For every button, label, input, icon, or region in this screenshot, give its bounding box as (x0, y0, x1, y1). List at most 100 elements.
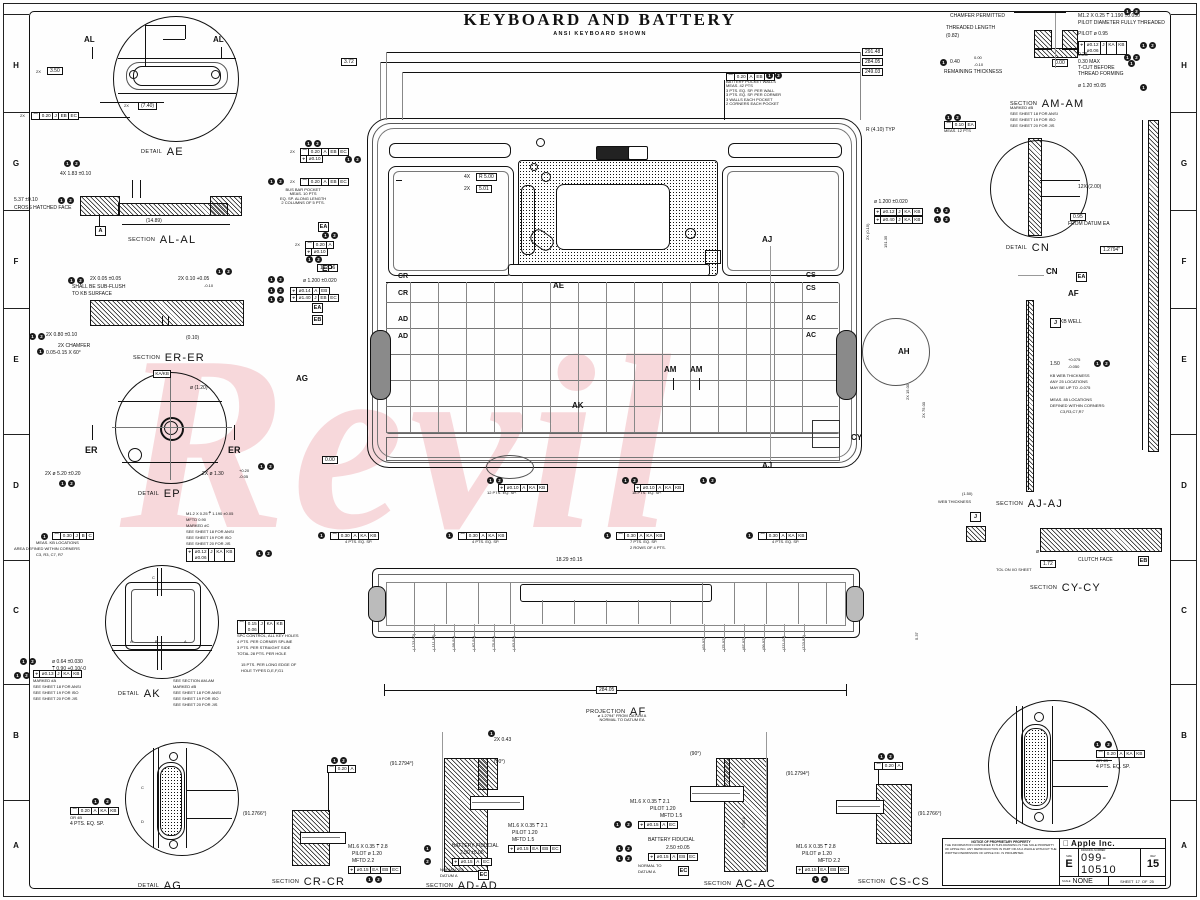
flag-note: 1 (258, 463, 265, 470)
section-AL-AL-caption: SECTION AL-AL (128, 234, 197, 246)
label-AC-2: AC (806, 332, 817, 339)
size-code: E (1065, 858, 1073, 871)
sheet-label: SHEET (1120, 878, 1134, 884)
apple-logo-icon:  (1063, 839, 1069, 848)
label-AG: AG (296, 374, 308, 383)
scale-label: SCALE (1062, 879, 1071, 883)
title-block-notice: NOTICE OF PROPRIETARY PROPERTY THE INFOR… (943, 839, 1060, 885)
flag-note: 2 (625, 845, 632, 852)
zone-label-A-left: A (13, 840, 19, 850)
datum-EA-tag: EA (318, 222, 329, 232)
size-label: SIZE (1066, 855, 1072, 859)
scale-value: NONE (1072, 877, 1093, 885)
flag-note: 2 (277, 276, 284, 283)
flag-note: 1 (268, 276, 275, 283)
bus-bar-note: BUS BAR POCKET MEAS. 10 PTS EQ. SP. ALON… (280, 187, 327, 206)
fl-note: 2 (625, 855, 632, 862)
dim-249-03: 249.03 (862, 68, 884, 77)
detail-AK-caption: DETAIL AK (118, 688, 161, 700)
section-AD-AD-caption: SECTION AD-AD (426, 880, 498, 892)
flag-note: 2 (67, 197, 74, 204)
zone-label-B-right: B (1181, 730, 1187, 740)
flag-note: 1 (746, 532, 753, 539)
flag-note: 1 (1128, 60, 1135, 67)
dim-diameter-1200: ø 1.200 ±0.020 (303, 278, 337, 284)
label-AF: AF (1068, 289, 1079, 298)
flag-note: 2 (821, 876, 828, 883)
flag-note: 2 (277, 287, 284, 294)
flag-note: 1 (318, 532, 325, 539)
flag-note: 1 (604, 532, 611, 539)
flag-note: 2 (943, 207, 950, 214)
label-AJ-1: AJ (762, 235, 773, 244)
battery-pocket-right (722, 166, 844, 276)
sheet-total: 25 (1149, 878, 1154, 884)
web-thickness-label: WEB THICKNESS (938, 499, 972, 504)
section-CS-CS-caption: SECTION CS-CS (858, 876, 930, 888)
page-subtitle: ANSI KEYBOARD SHOWN (553, 31, 647, 37)
flag-note: 1 (29, 333, 36, 340)
flag-note: 2 (1103, 360, 1110, 367)
datum-A: A (95, 226, 106, 236)
keyboard-key-field (386, 282, 840, 434)
flag-note: 1 (424, 845, 431, 852)
flag-note: 2 (375, 876, 382, 883)
label-EP: EP (322, 264, 333, 273)
zone-label-F-right: F (1181, 256, 1187, 266)
flag-note: 2 (267, 463, 274, 470)
flag-note: 2 (331, 232, 338, 239)
flag-note: 1 (306, 256, 313, 263)
flag-note: 1 (1124, 8, 1131, 15)
flag-note: 1 (487, 477, 494, 484)
flag-note: 2 (340, 757, 347, 764)
label-CS-1: CS (806, 272, 816, 279)
flag-note: 2 (1133, 8, 1140, 15)
label-AK: AK (572, 401, 584, 410)
flag-note: 1 (64, 160, 71, 167)
datum-J-kbwell: J (1050, 318, 1061, 328)
flag-note: 2 (277, 296, 284, 303)
flag-note: 2 (1149, 42, 1156, 49)
radius-4x-label: 4X (464, 174, 471, 180)
flag-note: 1 (614, 821, 621, 828)
flag-note: 2 (354, 156, 361, 163)
detail-CN-caption: DETAIL CN (1006, 242, 1050, 254)
detail-AE-dim-2x: 2X (36, 69, 41, 74)
zone-label-E-left: E (13, 354, 19, 364)
detail-AG-caption: DETAIL AG (138, 880, 182, 892)
flag-note: 1 (268, 178, 275, 185)
section-ER-ER-caption: SECTION ER-ER (133, 352, 205, 364)
flag-note: 1 (92, 798, 99, 805)
flag-note: 1 (1094, 741, 1101, 748)
projection-note: ø 1.2794" FROM DATUM A NORMAL TO DATUM E… (597, 713, 647, 723)
radius-4x-value: R 5.00 (476, 173, 497, 182)
flag-note: 2 (631, 477, 638, 484)
flag-note: 2 (29, 658, 36, 665)
flag-note: 1 (488, 730, 495, 737)
flag-note: 2 (943, 216, 950, 223)
flag-note: 2 (1105, 741, 1112, 748)
flag-note: 1 (616, 855, 623, 862)
rev-label: REV (1150, 855, 1156, 859)
datum-EB-tag: EB (312, 315, 323, 325)
flag-note: 1 (622, 477, 629, 484)
label-CN-right: CN (1046, 267, 1058, 276)
label-AM-1: AM (664, 365, 677, 374)
flag-note: 1 (268, 287, 275, 294)
flag-note: 2 (277, 178, 284, 185)
